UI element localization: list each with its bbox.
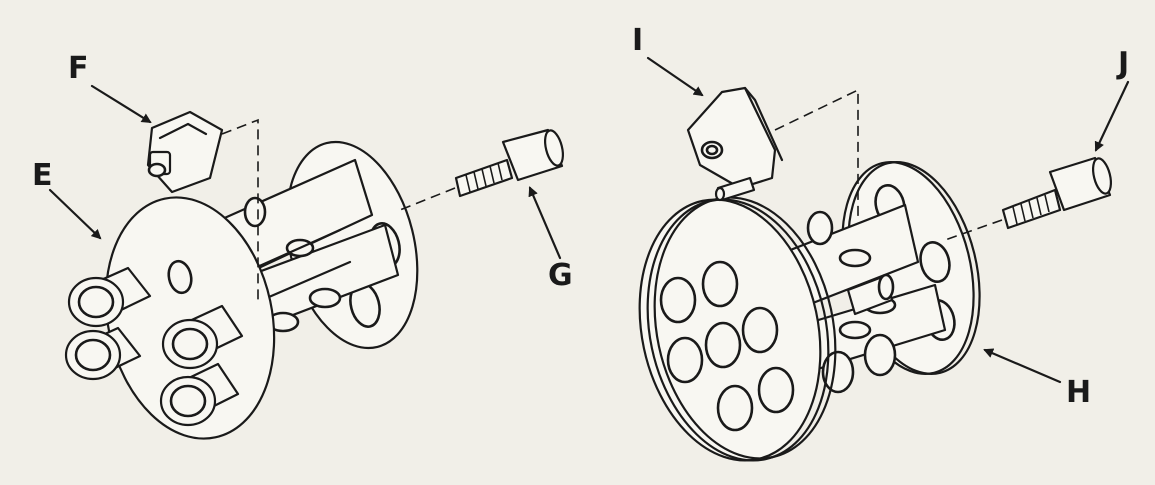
label-f: F xyxy=(68,51,89,86)
leader-f xyxy=(90,84,152,124)
leader-j xyxy=(1094,80,1130,152)
left-tube-stubs xyxy=(64,266,244,427)
right-dashed-alignment-j xyxy=(944,219,1003,241)
label-e: E xyxy=(32,158,53,193)
right-front-flange-holes xyxy=(659,260,795,432)
leader-i xyxy=(646,56,704,97)
right-tube-carrier-assembly xyxy=(638,161,981,462)
part-j-threaded-standoff xyxy=(1001,156,1113,230)
label-i: I xyxy=(632,23,643,58)
part-f-clip xyxy=(146,110,224,194)
leader-h xyxy=(983,348,1062,384)
leader-e xyxy=(48,188,102,240)
label-g: G xyxy=(548,258,573,293)
leader-g xyxy=(528,186,562,260)
left-dashed-alignment-f xyxy=(221,118,259,300)
right-dashed-alignment-i xyxy=(774,88,859,220)
left-tube-carrier-assembly xyxy=(64,140,419,440)
label-j: J xyxy=(1116,46,1129,81)
left-dashed-alignment-g xyxy=(399,187,456,211)
part-i-bracket xyxy=(686,86,784,202)
label-h: H xyxy=(1066,375,1091,410)
part-g-threaded-standoff xyxy=(454,128,565,198)
